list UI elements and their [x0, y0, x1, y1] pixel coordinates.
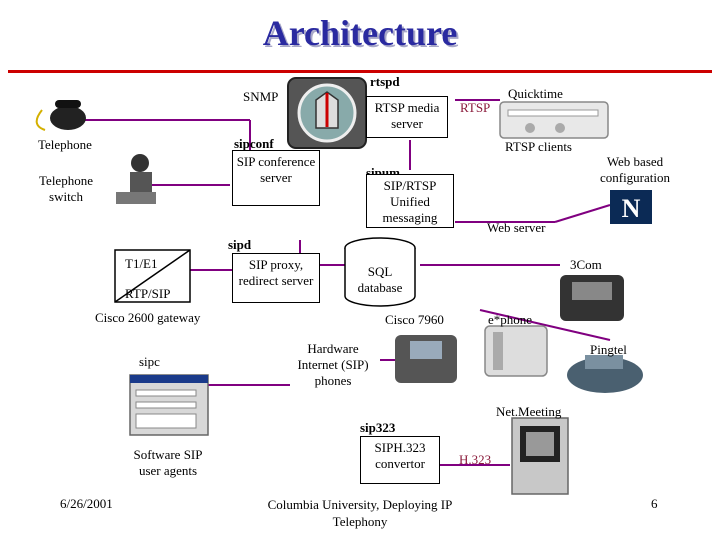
sip-rtsp-unified-messaging-box: SIP/RTSP Unified messaging	[366, 174, 454, 228]
sipc-window-icon	[129, 374, 209, 436]
ephone-label: e*phone	[488, 312, 533, 327]
database-icon	[344, 237, 416, 307]
footer-center: Columbia University, Deploying IP Teleph…	[267, 497, 453, 529]
rtpsip-label: RTP/SIP	[125, 286, 171, 301]
netmeeting-label: Net.Meeting	[496, 404, 562, 419]
rtsp-media-server-box: RTSP media server	[366, 96, 448, 138]
sipconf-label: sipconf	[234, 136, 274, 151]
sipc-label: sipc	[139, 354, 160, 369]
cisco-gateway-icon	[114, 249, 191, 303]
h323-label: H.323	[459, 452, 492, 467]
title-rule	[8, 70, 712, 73]
threecom-label: 3Com	[570, 257, 602, 272]
rtsp-link-label: RTSP	[460, 100, 491, 115]
telephone-label: Telephone	[38, 137, 92, 152]
cisco7960-phone-icon	[395, 335, 457, 383]
rtsp-clients-label: RTSP clients	[505, 139, 572, 154]
sip323-label: sip323	[360, 420, 396, 435]
telephone-switch-label: Telephone switch	[39, 173, 93, 204]
sip-proxy-redirect-server-box: SIP proxy, redirect server	[232, 253, 320, 303]
web-config-label: Web based configuration	[599, 154, 671, 185]
footer-date: 6/26/2001	[60, 496, 113, 511]
page-title: Architecture	[262, 13, 458, 53]
rtspd-label: rtspd	[370, 74, 400, 89]
netmeeting-window-icon	[511, 417, 569, 495]
gauge-icon	[287, 77, 367, 149]
pingtel-phone-icon	[567, 355, 643, 393]
sipd-label: sipd	[228, 237, 252, 252]
operator-icon	[116, 154, 156, 204]
sip-conference-server-box: SIP conference server	[232, 150, 320, 206]
ephone-icon	[484, 325, 548, 377]
cisco7960-label: Cisco 7960	[385, 312, 444, 327]
t1e1-label: T1/E1	[125, 256, 158, 271]
cisco2600-label: Cisco 2600 gateway	[95, 310, 201, 325]
hardware-phones-label: Hardware Internet (SIP) phones	[297, 341, 369, 388]
threecom-phone-icon	[560, 275, 624, 321]
quicktime-icon	[499, 101, 609, 139]
quicktime-label: Quicktime	[508, 86, 563, 101]
snmp-label: SNMP	[243, 89, 279, 104]
netscape-icon: N	[610, 190, 652, 224]
footer-page-number: 6	[651, 496, 658, 511]
link-web-config	[554, 204, 611, 223]
telephone-icon	[35, 100, 86, 131]
svg-text:N: N	[622, 194, 641, 223]
sql-database-label: SQL database	[357, 264, 403, 295]
pingtel-label: Pingtel	[590, 342, 627, 357]
link-ephone-pingtel	[479, 309, 611, 341]
software-agents-label: Software SIP user agents	[133, 447, 203, 478]
siph323-convertor-box: SIPH.323 convertor	[360, 436, 440, 484]
web-server-label: Web server	[487, 220, 546, 235]
